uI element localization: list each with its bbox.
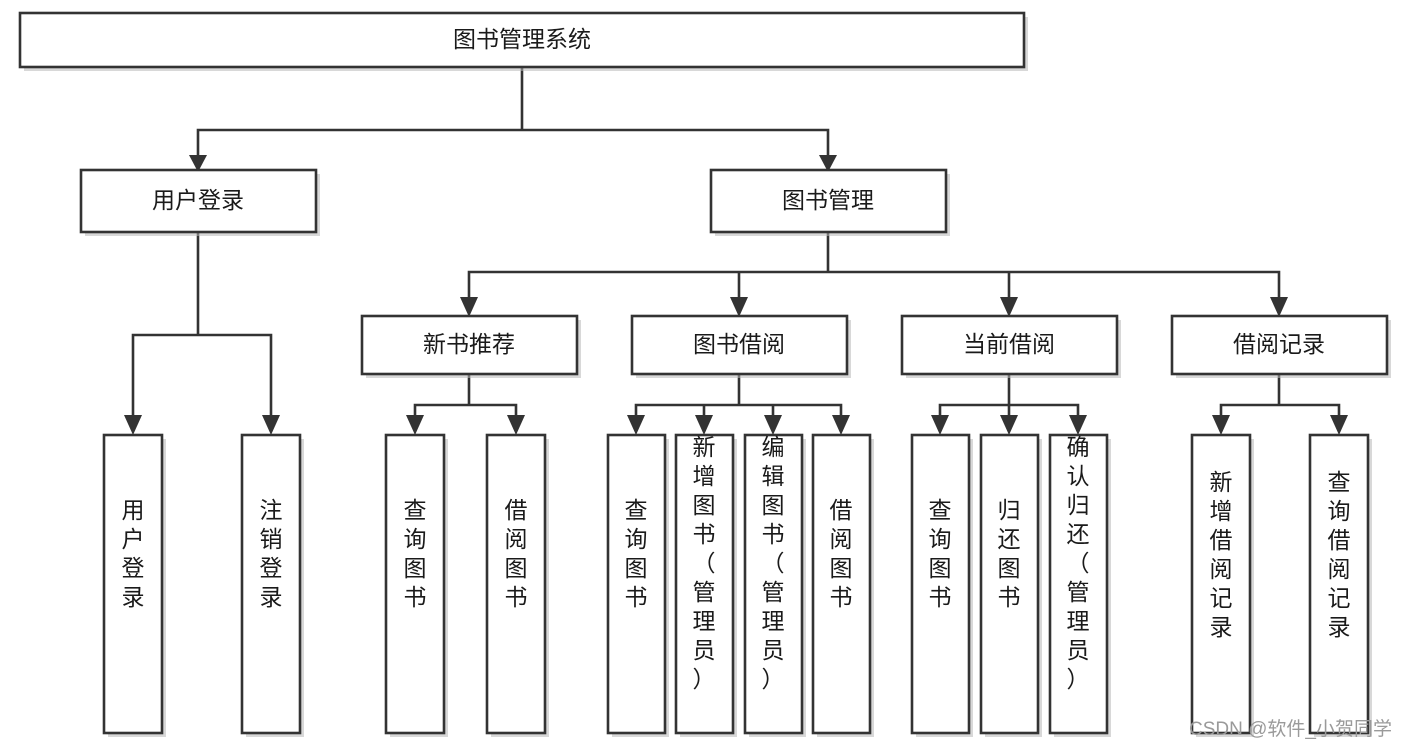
node-leaf-borrow-book[interactable]: 借阅图书 — [811, 433, 874, 737]
node-leaf-query-book-current[interactable]: 查询图书 — [910, 433, 973, 737]
arrow-to-leaf-return-book — [1000, 415, 1018, 435]
node-leaf-user-login-box — [102, 433, 164, 735]
node-leaf-edit-book[interactable]: 编辑图书（管理员） — [743, 433, 806, 737]
node-root-label: 图书管理系统 — [453, 26, 591, 52]
arrow-to-leaf-borrow-book — [832, 415, 850, 435]
arrow-to-book-borrow — [730, 297, 748, 317]
node-leaf-edit-book-box — [743, 433, 804, 735]
arrow-to-leaf-query-borrow-record — [1330, 415, 1348, 435]
arrow-to-book-management — [819, 155, 837, 172]
edge-current-borrow-trunk — [938, 372, 1080, 422]
node-leaf-return-book[interactable]: 归还图书 — [979, 433, 1042, 737]
node-book-management-label: 图书管理 — [782, 187, 874, 213]
edge-new-book-recommend-trunk — [413, 372, 518, 422]
arrow-to-borrow-record — [1270, 297, 1288, 317]
node-leaf-confirm-return-box — [1048, 433, 1109, 735]
node-user-login-box — [79, 168, 318, 234]
node-borrow-record[interactable]: 借阅记录 — [1170, 314, 1391, 378]
edge-book-management-trunk — [467, 230, 1281, 302]
leaf-node-layer: 用户登录 注销登录 查询图书 借阅图书 查询图书 — [102, 433, 1372, 737]
node-leaf-query-borrow-record-label: 查询借阅记录 — [1328, 469, 1351, 640]
arrow-to-new-book-recommend — [460, 297, 478, 317]
node-leaf-query-book-current-box — [910, 433, 971, 735]
edge-book-borrow-trunk — [634, 372, 843, 422]
csdn-watermark: CSDN @软件_小贺同学 — [1189, 718, 1392, 740]
node-leaf-borrow-book-box — [811, 433, 872, 735]
node-leaf-user-login[interactable]: 用户登录 — [102, 433, 166, 737]
arrow-to-leaf-confirm-return — [1069, 415, 1087, 435]
node-leaf-add-book[interactable]: 新增图书（管理员） — [674, 433, 737, 737]
node-book-borrow-box — [630, 314, 849, 376]
arrow-to-leaf-query-book-current — [931, 415, 949, 435]
node-current-borrow-box — [900, 314, 1119, 376]
edge-root-trunk — [196, 65, 830, 160]
node-leaf-query-borrow-record[interactable]: 查询借阅记录 — [1308, 433, 1372, 737]
node-leaf-add-book-label: 新增图书（管理员） — [693, 434, 716, 692]
arrow-to-leaf-query-book-borrow — [627, 415, 645, 435]
node-leaf-user-login-label: 用户登录 — [122, 497, 145, 610]
node-leaf-logout-login-box — [240, 433, 302, 735]
node-book-borrow-label: 图书借阅 — [693, 331, 785, 357]
node-root-box — [18, 11, 1026, 69]
node-leaf-query-book-borrow-label: 查询图书 — [625, 497, 648, 610]
node-user-login-label: 用户登录 — [152, 187, 244, 213]
node-leaf-query-book-recommend[interactable]: 查询图书 — [384, 433, 448, 737]
node-leaf-confirm-return[interactable]: 确认归还（管理员） — [1048, 433, 1111, 737]
node-current-borrow-label: 当前借阅 — [963, 331, 1055, 357]
node-new-book-recommend-box — [360, 314, 579, 376]
node-leaf-query-book-borrow-box — [606, 433, 667, 735]
arrow-to-leaf-query-book-recommend — [406, 415, 424, 435]
node-book-management[interactable]: 图书管理 — [709, 168, 950, 236]
node-leaf-query-borrow-record-box — [1308, 433, 1370, 735]
node-new-book-recommend[interactable]: 新书推荐 — [360, 314, 581, 378]
node-leaf-logout-login[interactable]: 注销登录 — [240, 433, 304, 737]
arrow-to-leaf-edit-book — [764, 415, 782, 435]
node-leaf-return-book-box — [979, 433, 1040, 735]
node-leaf-add-borrow-record[interactable]: 新增借阅记录 — [1190, 433, 1254, 737]
node-borrow-record-box — [1170, 314, 1389, 376]
node-leaf-edit-book-label: 编辑图书（管理员） — [762, 434, 785, 692]
node-leaf-borrow-book-recommend[interactable]: 借阅图书 — [485, 433, 549, 737]
node-leaf-borrow-book-recommend-label: 借阅图书 — [505, 497, 528, 610]
node-leaf-add-borrow-record-box — [1190, 433, 1252, 735]
node-leaf-confirm-return-label: 确认归还（管理员） — [1067, 434, 1090, 692]
node-leaf-query-book-recommend-box — [384, 433, 446, 735]
arrow-to-leaf-logout-login — [262, 415, 280, 435]
node-root[interactable]: 图书管理系统 — [18, 11, 1028, 71]
node-leaf-add-book-box — [674, 433, 735, 735]
node-leaf-return-book-label: 归还图书 — [998, 497, 1021, 610]
node-leaf-query-book-current-label: 查询图书 — [929, 497, 952, 610]
node-leaf-query-book-borrow[interactable]: 查询图书 — [606, 433, 669, 737]
arrow-to-leaf-add-book — [695, 415, 713, 435]
arrow-to-leaf-add-borrow-record — [1212, 415, 1230, 435]
arrow-to-current-borrow — [1000, 297, 1018, 317]
node-book-management-box — [709, 168, 948, 234]
node-new-book-recommend-label: 新书推荐 — [423, 331, 515, 357]
node-borrow-record-label: 借阅记录 — [1233, 331, 1325, 357]
edge-borrow-record-trunk — [1219, 372, 1341, 422]
node-book-borrow[interactable]: 图书借阅 — [630, 314, 851, 378]
arrow-to-user-login — [189, 155, 207, 172]
arrow-to-leaf-borrow-book-recommend — [507, 415, 525, 435]
node-leaf-borrow-book-recommend-box — [485, 433, 547, 735]
connector-layer — [124, 65, 1348, 435]
node-current-borrow[interactable]: 当前借阅 — [900, 314, 1121, 378]
node-leaf-add-borrow-record-label: 新增借阅记录 — [1210, 469, 1233, 640]
node-leaf-logout-login-label: 注销登录 — [260, 497, 283, 610]
arrow-to-leaf-user-login — [124, 415, 142, 435]
node-user-login[interactable]: 用户登录 — [79, 168, 320, 236]
edge-user-login-trunk — [131, 230, 273, 422]
node-leaf-borrow-book-label: 借阅图书 — [830, 497, 853, 610]
node-leaf-query-book-recommend-label: 查询图书 — [404, 497, 427, 610]
